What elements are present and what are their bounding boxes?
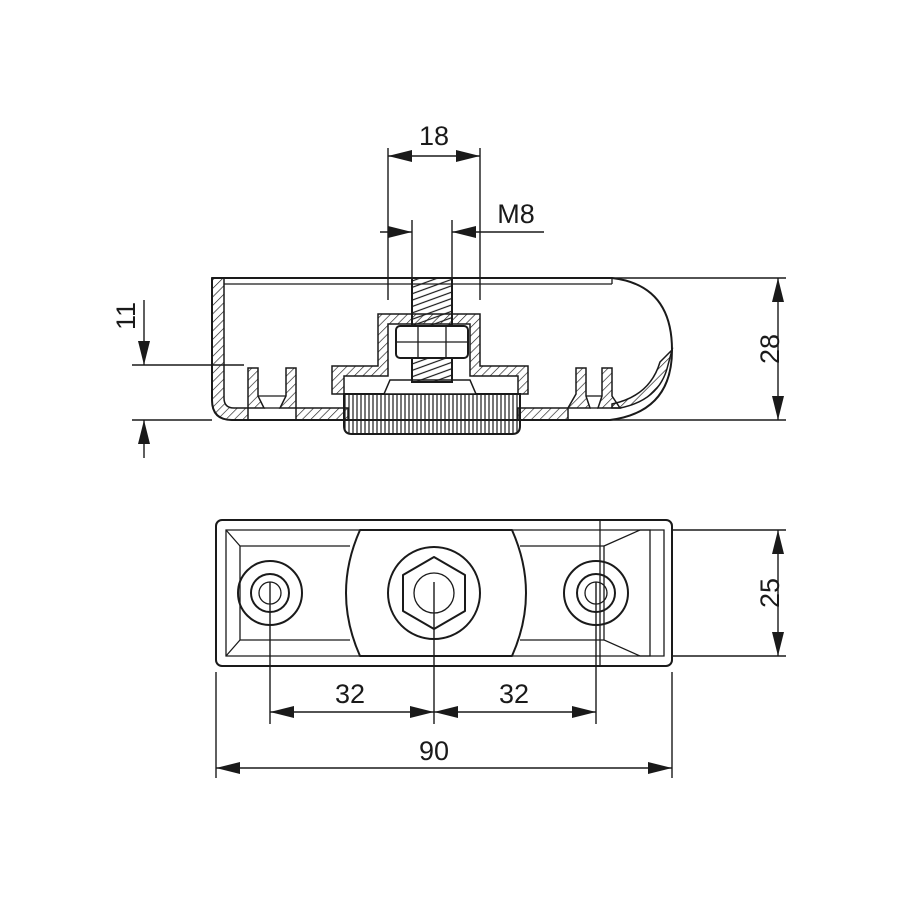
- side-extension-lines: [132, 148, 786, 421]
- dim-32-right: 32: [434, 679, 596, 718]
- base-plate: [215, 519, 673, 667]
- top-extension-lines: [215, 529, 786, 778]
- dim-m8-label: M8: [497, 199, 535, 229]
- hex-nut: [395, 325, 469, 359]
- left-screw-boss: [247, 367, 297, 409]
- dim-25-label: 25: [755, 578, 785, 608]
- dim-90-label: 90: [419, 736, 449, 766]
- dim-11-label: 11: [111, 302, 141, 330]
- knurled-disc: [343, 379, 521, 435]
- dim-25: 25: [755, 530, 785, 656]
- side-view: 18 M8 28 11: [111, 121, 786, 458]
- right-screw-boss: [566, 367, 622, 409]
- top-view: 32 32 90 25: [215, 519, 786, 778]
- dim-32-right-label: 32: [499, 679, 529, 709]
- dim-18: 18: [388, 121, 480, 162]
- dim-32-left: 32: [270, 679, 434, 718]
- dim-11: 11: [111, 300, 150, 458]
- dim-m8: M8: [380, 199, 544, 238]
- dim-32-left-label: 32: [335, 679, 365, 709]
- dim-28: 28: [755, 278, 785, 420]
- dim-90: 90: [216, 736, 672, 774]
- dim-28-label: 28: [755, 334, 785, 364]
- central-oval-hub: [345, 529, 527, 657]
- dim-18-label: 18: [419, 121, 449, 151]
